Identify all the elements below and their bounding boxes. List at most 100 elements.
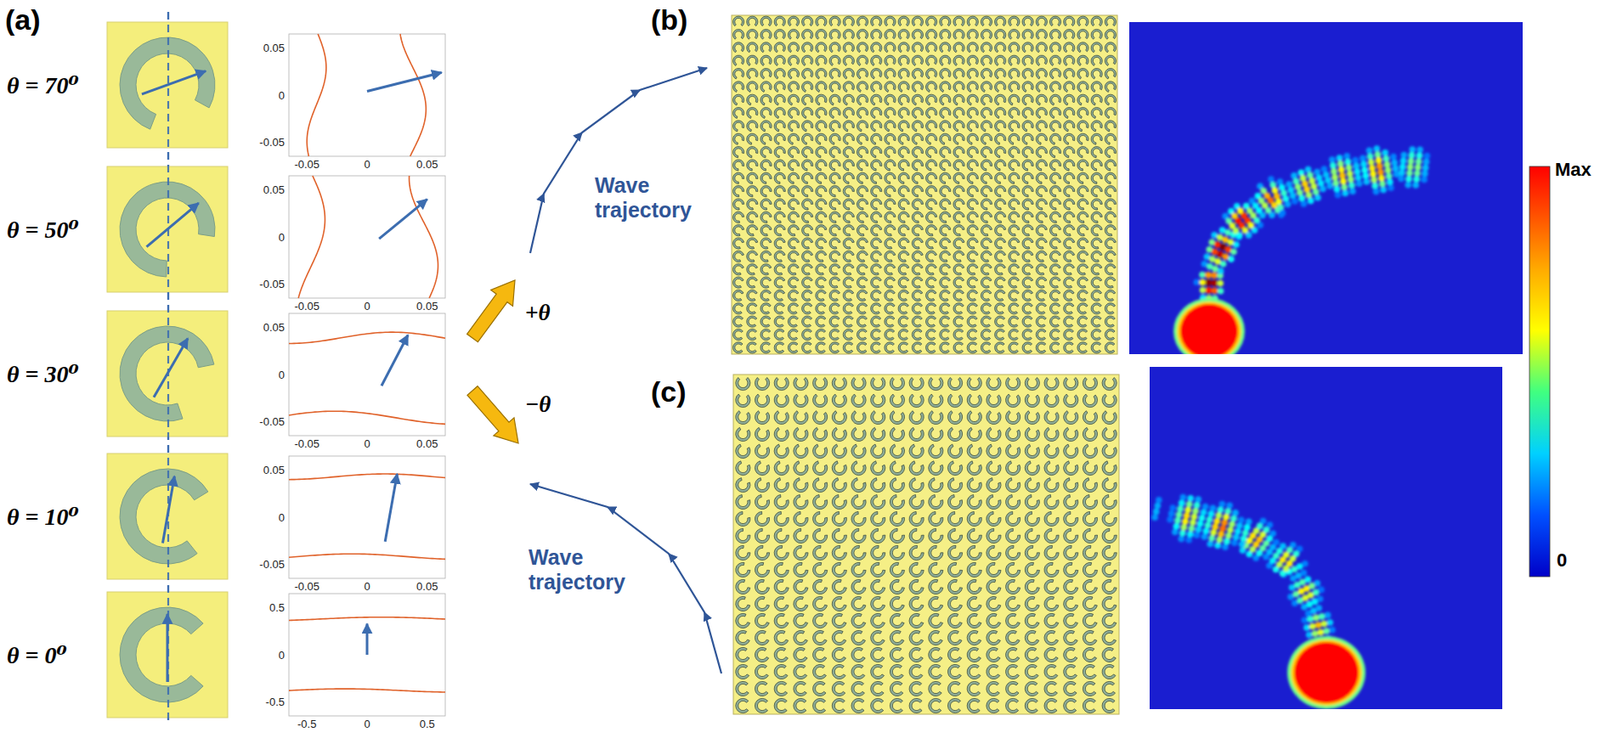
split-ring [746, 250, 758, 262]
field-speckle [1300, 570, 1308, 577]
split-ring [1035, 303, 1046, 315]
split-ring [831, 444, 847, 459]
split-ring [746, 16, 758, 27]
split-ring [1063, 698, 1077, 713]
field-speckle [1304, 576, 1312, 584]
split-ring [829, 42, 841, 53]
split-ring [746, 159, 758, 171]
split-ring [1063, 613, 1079, 628]
split-ring [793, 630, 809, 645]
field-speckle [1415, 158, 1423, 165]
split-ring [733, 289, 744, 301]
split-ring [966, 378, 982, 391]
field-speckle [1226, 526, 1234, 534]
split-ring [787, 303, 798, 315]
split-ring [870, 478, 886, 493]
split-ring [884, 225, 896, 237]
field-speckle [1242, 530, 1250, 538]
tick-label: 0 [278, 89, 285, 102]
split-ring [802, 225, 814, 237]
split-ring [802, 55, 814, 66]
split-ring [831, 613, 847, 628]
split-ring [870, 596, 886, 611]
split-ring [802, 316, 813, 328]
split-ring [928, 698, 942, 713]
split-ring [774, 303, 785, 315]
split-ring [966, 511, 982, 526]
field-speckle [1154, 503, 1162, 510]
split-ring [793, 528, 809, 543]
split-ring [926, 133, 938, 145]
field-speckle [1331, 174, 1339, 181]
split-ring [1063, 444, 1079, 459]
dispersion-curve [288, 689, 446, 693]
split-ring [898, 159, 910, 171]
split-ring [928, 411, 944, 425]
split-ring [829, 67, 841, 79]
split-ring [793, 444, 809, 459]
split-ring [1049, 81, 1061, 93]
split-ring [1022, 55, 1034, 66]
split-ring [733, 237, 745, 249]
group-velocity-arrow [378, 199, 428, 240]
split-ring [926, 146, 938, 159]
split-ring [1022, 133, 1034, 145]
field-speckle [1232, 534, 1240, 542]
split-ring [802, 16, 814, 27]
split-ring [980, 146, 992, 159]
field-speckle [1206, 541, 1214, 549]
field-speckle [1316, 175, 1323, 182]
split-ring [856, 328, 867, 340]
split-ring [851, 394, 866, 408]
split-ring [856, 277, 868, 289]
split-ring [733, 277, 745, 289]
split-ring [754, 427, 769, 441]
split-ring [911, 133, 923, 145]
split-ring [754, 511, 769, 526]
split-ring [1006, 698, 1019, 713]
group-velocity-arrow [384, 474, 397, 543]
split-ring [733, 186, 745, 198]
split-ring [986, 630, 1001, 645]
split-ring [1102, 664, 1116, 679]
field-speckle [1168, 510, 1176, 518]
split-ring [831, 411, 847, 425]
split-ring [889, 664, 904, 679]
split-ring [851, 444, 866, 459]
split-ring [754, 461, 769, 476]
field-speckle [1153, 508, 1160, 516]
split-ring [760, 172, 772, 184]
split-ring [1104, 289, 1115, 301]
split-ring [793, 511, 809, 526]
split-ring [815, 133, 827, 145]
split-ring [733, 55, 745, 66]
split-ring [1008, 28, 1020, 40]
field-speckle [1352, 163, 1360, 170]
split-ring [856, 211, 868, 223]
split-ring [884, 186, 896, 198]
split-ring [829, 198, 841, 210]
split-ring [889, 545, 905, 560]
split-ring [787, 159, 799, 171]
split-ring [980, 28, 992, 40]
split-ring [1022, 16, 1034, 27]
field-speckle [1232, 241, 1240, 249]
split-ring [889, 461, 905, 476]
split-ring [735, 545, 751, 560]
split-ring [870, 316, 882, 328]
split-ring [926, 107, 938, 119]
split-ring [995, 277, 1007, 289]
split-ring [815, 172, 827, 184]
field-speckle [1308, 177, 1316, 185]
split-ring [733, 198, 745, 210]
split-ring [793, 461, 809, 476]
split-ring [909, 528, 924, 543]
split-ring [787, 94, 799, 106]
split-ring [911, 55, 923, 66]
split-ring [746, 133, 758, 145]
field-speckle [1311, 183, 1318, 191]
field-speckle [1183, 513, 1191, 521]
field-speckle [1269, 531, 1277, 538]
split-ring [754, 478, 769, 493]
split-ring [1091, 16, 1103, 27]
